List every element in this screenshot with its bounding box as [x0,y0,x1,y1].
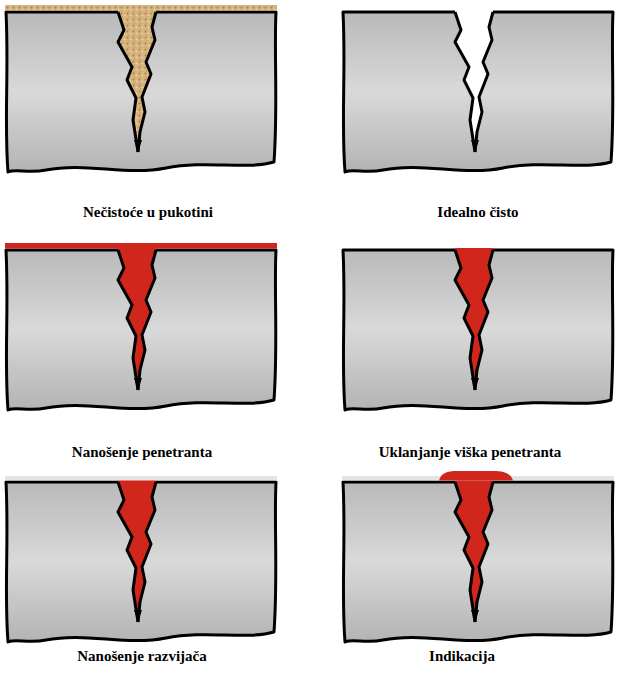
crack-tip [134,378,142,390]
crack [455,10,493,152]
step-caption: Nečistoće u pukotini [83,204,213,221]
step-caption: Nanošenje penetranta [72,444,212,461]
crack-wall [138,482,156,622]
crack-wall [455,12,475,152]
test-panel [343,248,613,410]
crack [118,480,156,622]
crack-tip [471,610,479,622]
crack-wall [118,12,138,152]
crack-wall [118,250,138,390]
indication-bleed [439,471,513,481]
test-panel [5,243,277,410]
crack-wall [455,482,475,622]
developer-layer [5,476,277,481]
crack-tip [471,378,479,390]
crack-tip [134,140,142,152]
crack [455,480,493,622]
test-panel [342,471,614,642]
crack-tip [471,140,479,152]
step-caption: Indikacija [429,648,495,665]
step-caption: Nanošenje razvijača [77,648,207,665]
step-caption: Idealno čisto [437,204,518,221]
crack [118,10,156,152]
test-panel [5,476,277,642]
crack-wall [138,250,156,390]
crack-wall [475,250,493,390]
crack-tip [134,610,142,622]
crack [455,248,493,390]
crack-wall [455,250,475,390]
penetrant-layer [5,243,277,249]
crack-wall [138,12,156,152]
test-panel [5,5,277,172]
crack-wall [118,482,138,622]
test-panel [343,10,613,172]
crack-wall [475,12,493,152]
crack-wall [475,482,493,622]
step-caption: Uklanjanje viška penetranta [379,444,562,461]
dirt-layer [5,5,277,11]
crack [118,248,156,390]
